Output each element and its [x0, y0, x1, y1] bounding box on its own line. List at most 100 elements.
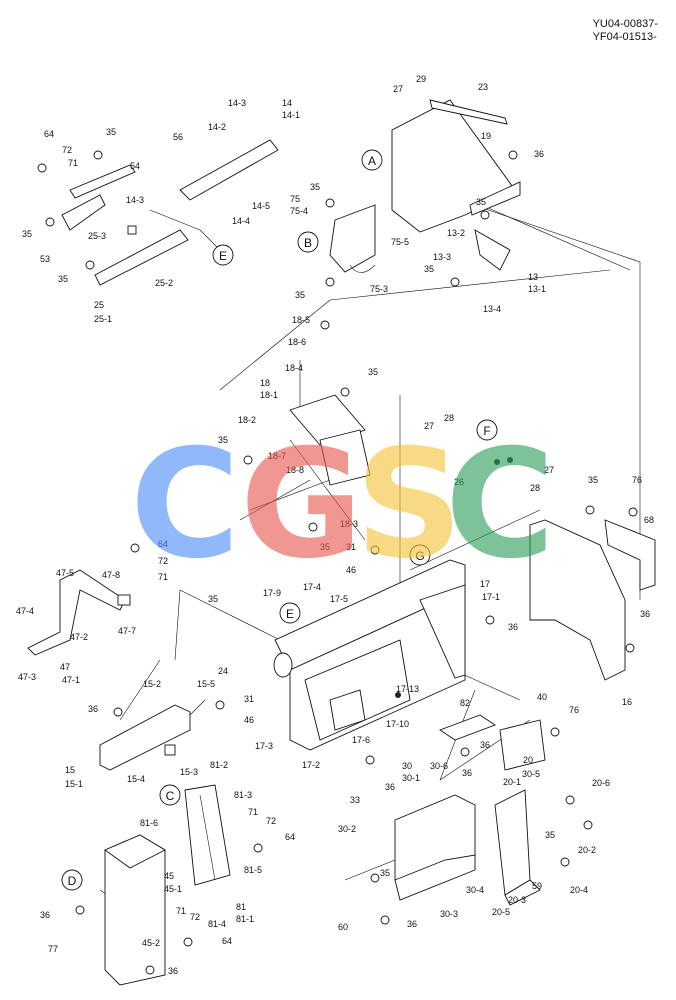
cover-30: [394, 794, 476, 901]
part-label: 81-5: [244, 865, 262, 875]
document-id: YU04-00837- YF04-01513-: [593, 18, 658, 44]
part-label: 17: [480, 579, 490, 589]
part-label: 17-10: [386, 719, 409, 729]
part-label: 15-3: [180, 767, 198, 777]
part-label: 13-4: [483, 304, 501, 314]
part-label: 81-1: [236, 914, 254, 924]
part-label: 35: [588, 475, 598, 485]
part-label: 30: [402, 761, 412, 771]
part-label: 25-3: [88, 231, 106, 241]
part-label: 47-8: [102, 570, 120, 580]
part-label: 35: [380, 868, 390, 878]
callout-a: A: [368, 154, 376, 168]
part-label: 36: [385, 782, 395, 792]
part-label: 81-4: [208, 919, 226, 929]
part-label: 19: [481, 131, 491, 141]
part-label: 36: [508, 622, 518, 632]
part-label: 45-1: [164, 884, 182, 894]
bracket-18: [239, 394, 371, 541]
part-label: 46: [346, 565, 356, 575]
part-label: 71: [158, 572, 168, 582]
part-label: 81-3: [234, 790, 252, 800]
part-label: 47: [60, 662, 70, 672]
part-label: 75: [290, 194, 300, 204]
part-label: 54: [130, 161, 140, 171]
part-label: 30-1: [402, 773, 420, 783]
part-label: 47-4: [16, 606, 34, 616]
part-label: 18-5: [292, 315, 310, 325]
part-label: 81: [236, 902, 246, 912]
callouts: A B C D E E F G: [61, 149, 498, 891]
part-label: 30-6: [430, 761, 448, 771]
part-label: 31: [346, 542, 356, 552]
part-label: 20-4: [570, 885, 588, 895]
part-label: 64: [158, 539, 168, 549]
part-label: 47-1: [62, 675, 80, 685]
callout-d: D: [68, 874, 77, 888]
part-label: 72: [62, 145, 72, 155]
part-label: 82: [460, 698, 470, 708]
part-label: 20-1: [503, 777, 521, 787]
part-label: 23: [478, 82, 488, 92]
part-label: 17-13: [396, 684, 419, 694]
part-label: 28: [530, 483, 540, 493]
part-label: 18: [260, 378, 270, 388]
part-label: 13-3: [433, 252, 451, 262]
part-label: 35: [295, 290, 305, 300]
part-label: 17-2: [302, 760, 320, 770]
part-label: 60: [338, 922, 348, 932]
part-label: 75-4: [290, 206, 308, 216]
part-label: 35: [320, 542, 330, 552]
part-label: 64: [44, 129, 54, 139]
callout-c: C: [166, 789, 175, 803]
part-label: 16: [622, 697, 632, 707]
part-label: 15-1: [65, 779, 83, 789]
part-label: 75-5: [391, 237, 409, 247]
part-label: 29: [416, 74, 426, 84]
part-label: 36: [480, 740, 490, 750]
part-label: 35: [0, 0, 10, 2]
part-label: 35: [208, 594, 218, 604]
main-frame: [273, 559, 466, 751]
part-label: 20: [523, 755, 533, 765]
part-label: 72: [266, 816, 276, 826]
part-label: 17-1: [482, 592, 500, 602]
part-label: 18-3: [340, 519, 358, 529]
part-label: 64: [285, 832, 295, 842]
part-label: 13-1: [528, 284, 546, 294]
part-label: 35: [22, 229, 32, 239]
part-label: 17-9: [263, 588, 281, 598]
part-label: 45-2: [142, 938, 160, 948]
part-label: 77: [48, 944, 58, 954]
part-label: 76: [569, 705, 579, 715]
part-label: 36: [40, 910, 50, 920]
part-label: 81-2: [210, 760, 228, 770]
part-label: 17-4: [303, 582, 321, 592]
part-label: 71: [248, 807, 258, 817]
part-label: 27: [544, 465, 554, 475]
part-label: 17-3: [255, 741, 273, 751]
part-label: 47-2: [70, 632, 88, 642]
part-label: 18-2: [238, 415, 256, 425]
part-label: 20-3: [508, 895, 526, 905]
doc-code-2: YF04-01513-: [592, 31, 657, 43]
part-label: 15: [65, 765, 75, 775]
callout-b: B: [304, 236, 312, 250]
part-label: 27: [393, 84, 403, 94]
part-label: 18-8: [286, 465, 304, 475]
part-label: 14-2: [208, 122, 226, 132]
bracket-47: [27, 569, 131, 656]
part-label: 13-2: [447, 228, 465, 238]
part-label: 46: [244, 715, 254, 725]
part-label: 30-4: [466, 885, 484, 895]
part-label: 33: [350, 795, 360, 805]
part-label: 20-6: [592, 778, 610, 788]
plate-20: [494, 789, 541, 906]
part-label: 47-3: [18, 672, 36, 682]
part-label: 36: [462, 768, 472, 778]
part-label: 17-6: [352, 735, 370, 745]
part-label: 75-3: [370, 284, 388, 294]
part-label: 14-4: [232, 216, 250, 226]
part-label: 14: [282, 98, 292, 108]
